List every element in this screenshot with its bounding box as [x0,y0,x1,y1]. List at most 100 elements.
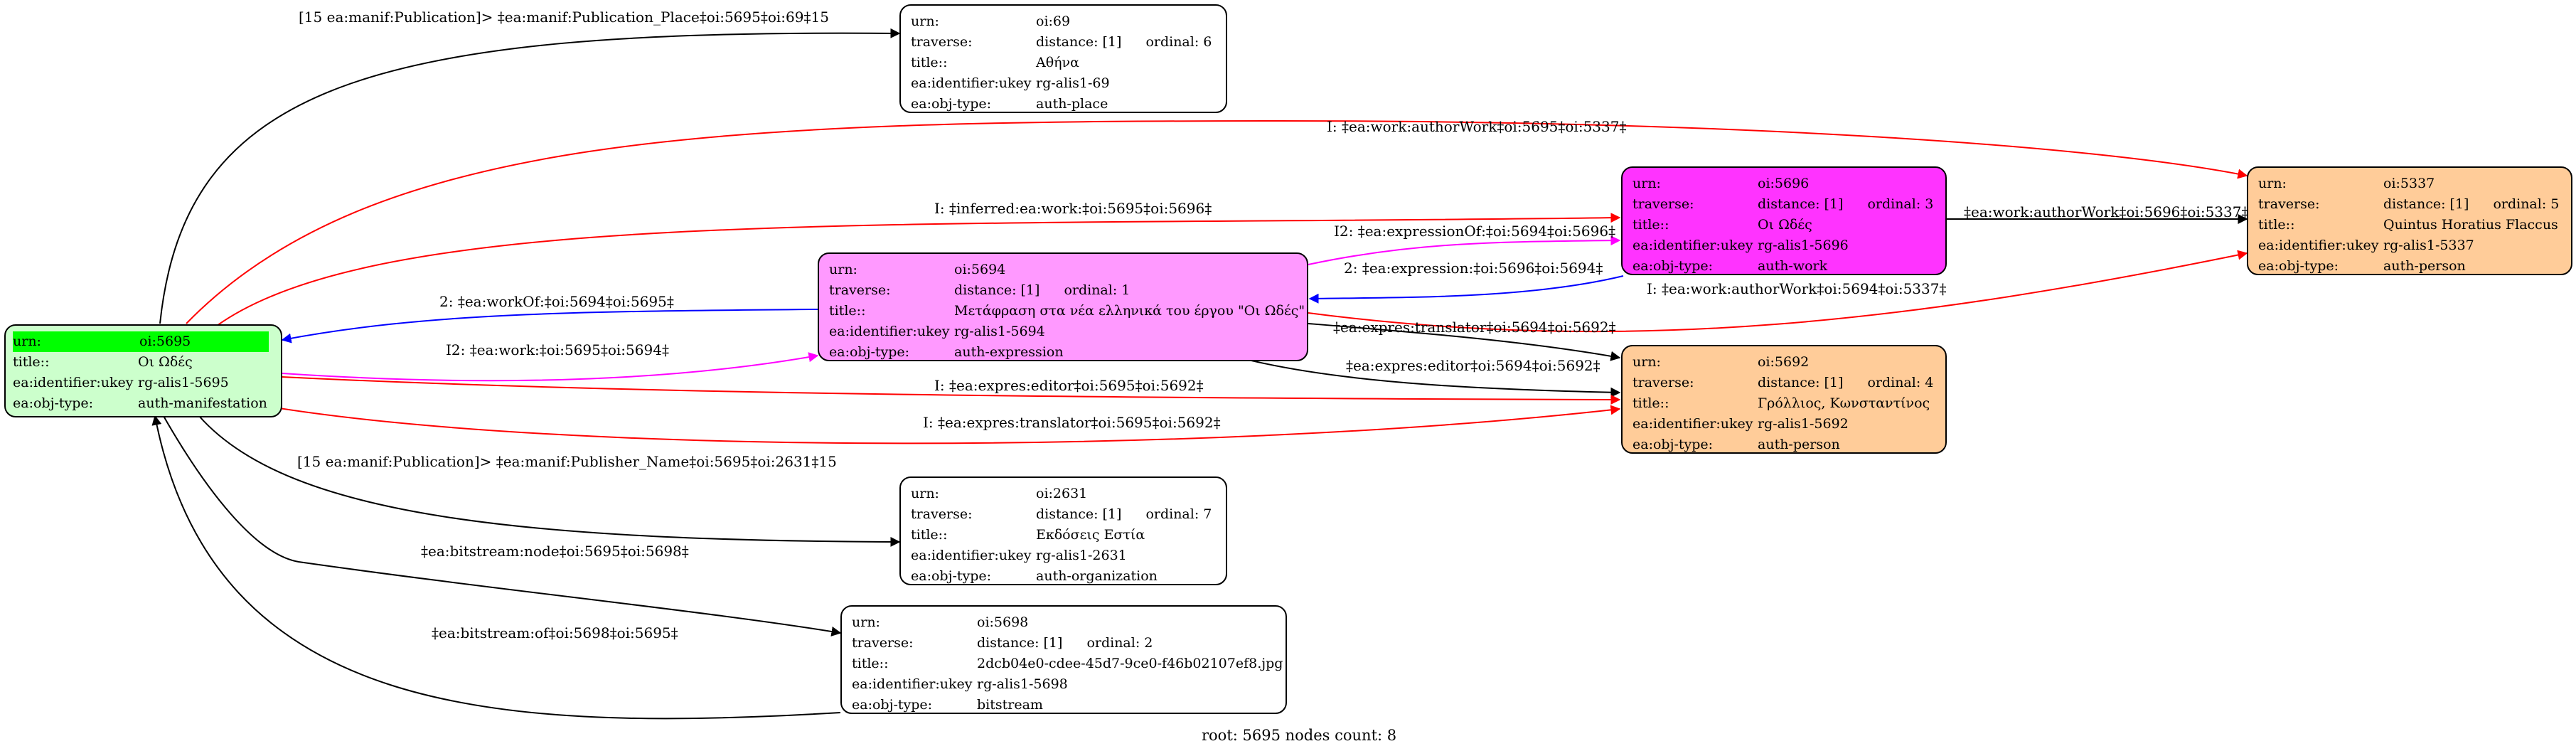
ordinal-value: ordinal: 3 [1867,196,1934,212]
node-5696[interactable]: urn:oi:5696 traverse:distance: [1]ordina… [1621,166,1947,275]
distance-value: distance: [1] [1036,506,1122,522]
type-value: auth-work [1758,258,1828,274]
type-key: ea:obj-type: [13,395,94,411]
ukey-key: ea:identifier:ukey [2258,238,2379,253]
ordinal-value: ordinal: 6 [1145,34,1212,50]
node-5695[interactable]: urn: oi:5695 title:: Οι Ωδές ea:identifi… [4,324,282,417]
urn-key: urn: [13,331,139,352]
edge-editor-5695 [282,376,1621,405]
type-value: auth-place [1036,96,1108,112]
edge-publisher [198,415,901,547]
type-value: auth-person [1758,437,1840,452]
title-value: Αθήνα [1036,55,1079,70]
ukey-key: ea:identifier:ukey [852,676,973,692]
ukey-key: ea:identifier:ukey [13,375,134,390]
distance-value: distance: [1] [2383,196,2469,212]
title-value: 2dcb04e0-cdee-45d7-9ce0-f46b02107ef8.jpg [977,656,1283,671]
type-key: ea:obj-type: [829,344,910,360]
title-key: title:: [852,656,889,671]
node-2631[interactable]: urn:oi:2631 traverse:distance: [1]ordina… [899,476,1227,585]
ukey-value: rg-alis1-5696 [1758,238,1849,253]
title-key: title:: [911,55,948,70]
urn-key: urn: [1632,176,1661,191]
edge-label-authorwork-5695-5337: I: ‡ea:work:authorWork‡oi:5695‡oi:5337‡ [1327,118,1626,135]
urn-value: oi:5692 [1758,354,1810,370]
distance-value: distance: [1] [954,282,1040,298]
urn-value: oi:69 [1036,14,1071,29]
edge-label-bitstream-of: ‡ea:bitstream:of‡oi:5698‡oi:5695‡ [432,624,678,641]
edge-translator-5695 [269,405,1621,444]
traverse-key: traverse: [911,34,973,50]
title-value: Quintus Horatius Flaccus [2383,217,2558,233]
urn-key: urn: [911,14,939,29]
title-value: Εκδόσεις Εστία [1036,527,1145,543]
distance-value: distance: [1] [977,635,1063,651]
edge-label-translator-5694: ‡ea:expres:translator‡oi:5694‡oi:5692‡ [1333,319,1616,336]
edge-label-bitstream-node: ‡ea:bitstream:node‡oi:5695‡oi:5698‡ [421,543,689,560]
title-key: title:: [829,303,866,319]
traverse-key: traverse: [1632,196,1694,212]
node-5694[interactable]: urn:oi:5694 traverse:distance: [1]ordina… [818,252,1308,361]
title-key: title:: [13,354,50,370]
traverse-key: traverse: [2258,196,2320,212]
node-5337[interactable]: urn:oi:5337 traverse:distance: [1]ordina… [2247,166,2572,275]
distance-value: distance: [1] [1758,375,1844,390]
edge-label-publisher: [15 ea:manif:Publication]> ‡ea:manif:Pub… [297,453,837,470]
node-row-type: ea:obj-type: auth-manifestation [13,393,274,414]
urn-key: urn: [2258,176,2287,191]
type-key: ea:obj-type: [1632,258,1714,274]
edge-label-publication-place: [15 ea:manif:Publication]> ‡ea:manif:Pub… [299,9,829,26]
title-value: Οι Ωδές [1758,217,1812,233]
traverse-key: traverse: [1632,375,1694,390]
node-row-title: title:: Οι Ωδές [13,352,274,373]
edge-label-editor-5695: I: ‡ea:expres:editor‡oi:5695‡oi:5692‡ [934,377,1204,394]
ukey-key: ea:identifier:ukey [1632,238,1753,253]
edge-authorwork-5694-5337 [1308,250,2248,333]
node-5692[interactable]: urn:oi:5692 traverse:distance: [1]ordina… [1621,345,1947,454]
urn-value: oi:2631 [1036,486,1088,501]
node-row-urn: urn: oi:5695 [13,331,274,352]
graph-footer: root: 5695 nodes count: 8 [1202,727,1397,744]
edge-label-workof: 2: ‡ea:workOf:‡oi:5694‡oi:5695‡ [439,293,674,310]
urn-value: oi:5696 [1758,176,1810,191]
type-value: auth-organization [1036,568,1158,584]
type-value: auth-expression [954,344,1064,360]
title-value: Οι Ωδές [138,354,193,370]
edge-label-work-5695-5694: I2: ‡ea:work:‡oi:5695‡oi:5694‡ [446,341,669,358]
edge-label-work-authorwork: ‡ea:work:authorWork‡oi:5696‡oi:5337‡ [1964,203,2248,220]
type-value: auth-manifestation [138,395,267,411]
ukey-value: rg-alis1-5694 [954,324,1045,339]
title-value: Γρόλλιος, Κωνσταντίνος [1758,395,1930,411]
ukey-key: ea:identifier:ukey [911,75,1032,91]
urn-value: oi:5695 [139,331,269,352]
title-key: title:: [1632,217,1669,233]
edge-expression [1308,275,1624,304]
edge-work-5695-5694 [282,352,819,382]
edge-publication-place [159,28,901,324]
urn-value: oi:5694 [954,262,1006,277]
ordinal-value: ordinal: 2 [1086,635,1153,651]
type-key: ea:obj-type: [2258,258,2339,274]
traverse-key: traverse: [911,506,973,522]
urn-key: urn: [1632,354,1661,370]
urn-value: oi:5698 [977,614,1029,630]
node-69[interactable]: urn:oi:69 traverse:distance: [1]ordinal:… [899,4,1227,113]
ukey-value: rg-alis1-5337 [2383,238,2474,253]
ordinal-value: ordinal: 1 [1064,282,1131,298]
ordinal-value: ordinal: 5 [2493,196,2560,212]
title-key: title:: [1632,395,1669,411]
type-value: auth-person [2383,258,2466,274]
edge-label-expressionof: I2: ‡ea:expressionOf:‡oi:5694‡oi:5696‡ [1334,223,1615,240]
edge-label-inferred-work: I: ‡inferred:ea:work:‡oi:5695‡oi:5696‡ [934,200,1212,217]
node-row-ukey: ea:identifier:ukey rg-alis1-5695 [13,373,274,393]
type-key: ea:obj-type: [852,697,933,713]
ukey-value: rg-alis1-2631 [1036,548,1127,563]
title-value: Μετάφραση στα νέα ελληνικά του έργου "Οι… [954,303,1305,319]
edge-workof [281,309,818,343]
traverse-key: traverse: [852,635,914,651]
edge-authorwork-5695-5337 [186,119,2248,324]
edge-label-editor-5694: ‡ea:expres:editor‡oi:5694‡oi:5692‡ [1346,357,1600,374]
node-5698[interactable]: urn:oi:5698 traverse:distance: [1]ordina… [840,605,1287,714]
type-key: ea:obj-type: [1632,437,1714,452]
